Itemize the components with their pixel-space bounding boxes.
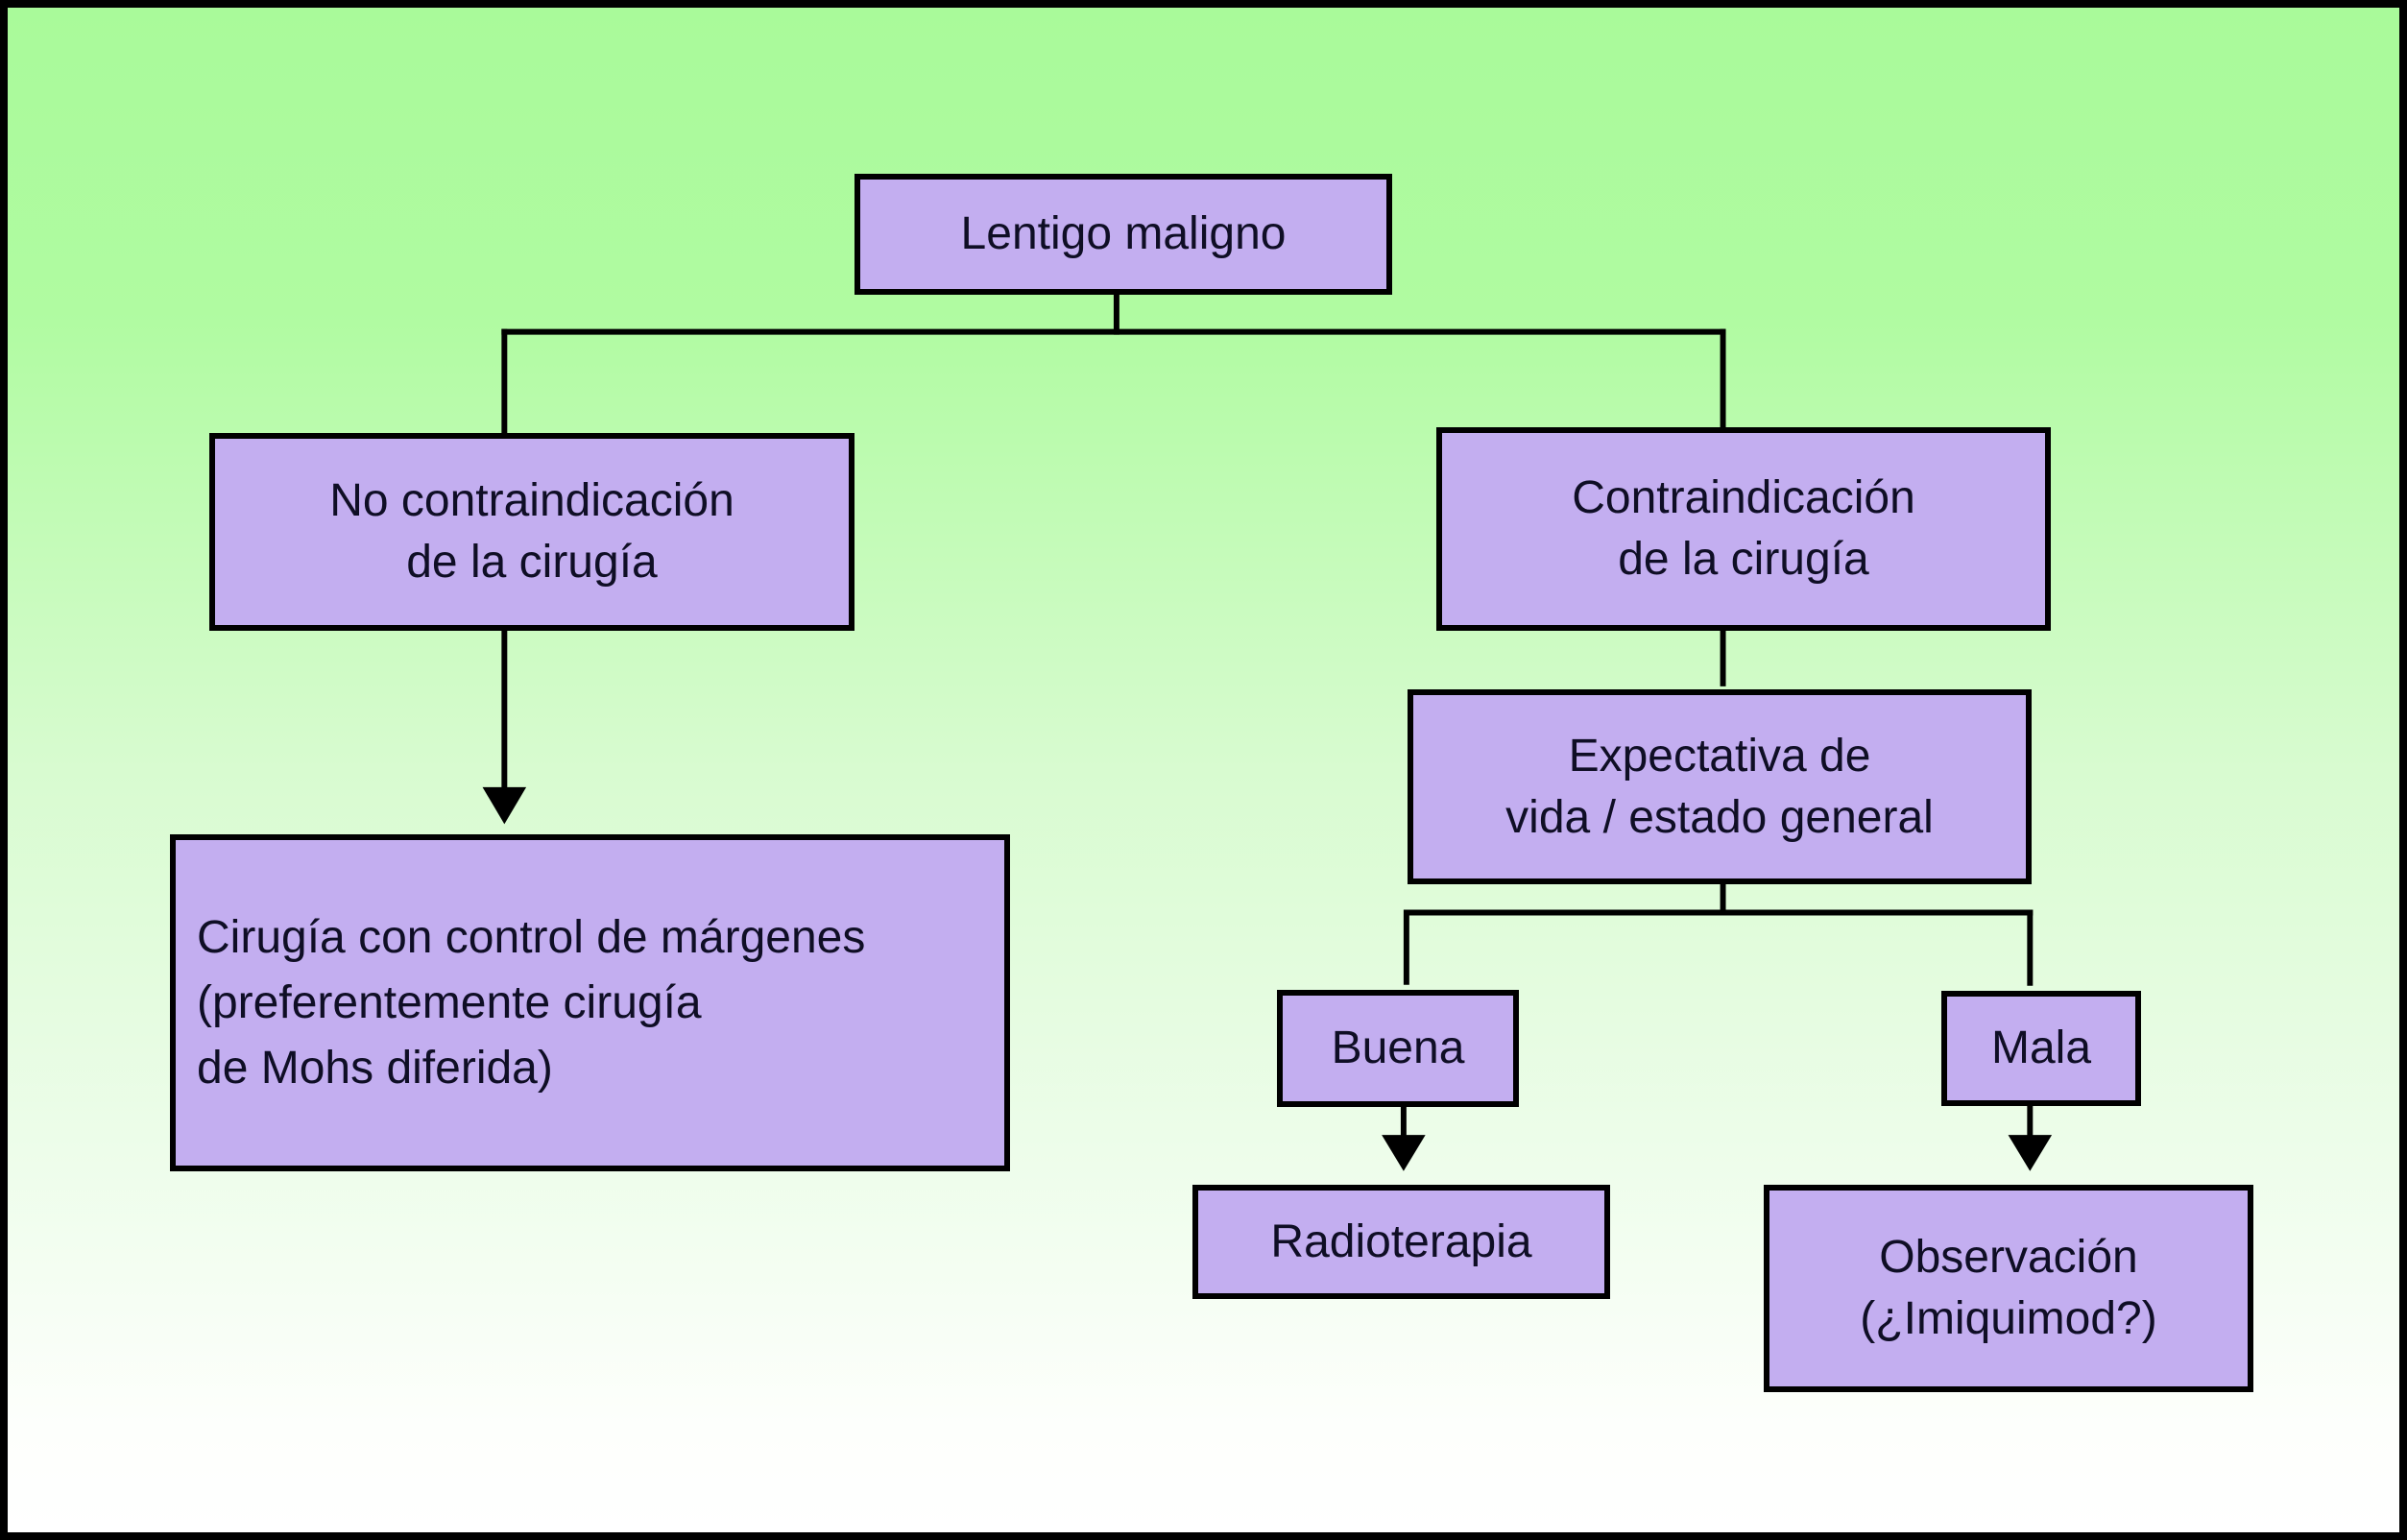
node-contraindicacion-label: Contraindicación de la cirugía <box>1572 472 1915 585</box>
node-no-contraindicacion-label: No contraindicación de la cirugía <box>329 475 734 588</box>
node-contraindicacion: Contraindicación de la cirugía <box>1436 427 2051 631</box>
arrowhead-to-observacion-icon <box>2008 1135 2053 1171</box>
node-buena: Buena <box>1277 990 1519 1107</box>
node-mala-label: Mala <box>1990 1023 2092 1073</box>
node-mala: Mala <box>1941 991 2141 1106</box>
node-cirugia-control-margenes: Cirugía con control de márgenes (prefere… <box>170 834 1010 1171</box>
node-observacion-label: Observación (¿Imiquimod?) <box>1860 1232 2157 1344</box>
node-observacion: Observación (¿Imiquimod?) <box>1764 1185 2253 1392</box>
node-expectativa-vida: Expectativa de vida / estado general <box>1408 689 2032 884</box>
node-buena-label: Buena <box>1331 1023 1465 1073</box>
arrowhead-to-radioterapia-icon <box>1382 1135 1426 1171</box>
node-lentigo-maligno-label: Lentigo maligno <box>960 208 1287 259</box>
node-cirugia-control-margenes-label: Cirugía con control de márgenes (prefere… <box>197 911 866 1094</box>
node-no-contraindicacion: No contraindicación de la cirugía <box>209 433 854 631</box>
arrowhead-to-cirugia-icon <box>482 786 527 825</box>
node-radioterapia-label: Radioterapia <box>1270 1215 1532 1267</box>
node-radioterapia: Radioterapia <box>1192 1185 1610 1299</box>
node-expectativa-vida-label: Expectativa de vida / estado general <box>1505 730 1934 843</box>
node-lentigo-maligno: Lentigo maligno <box>854 174 1392 295</box>
